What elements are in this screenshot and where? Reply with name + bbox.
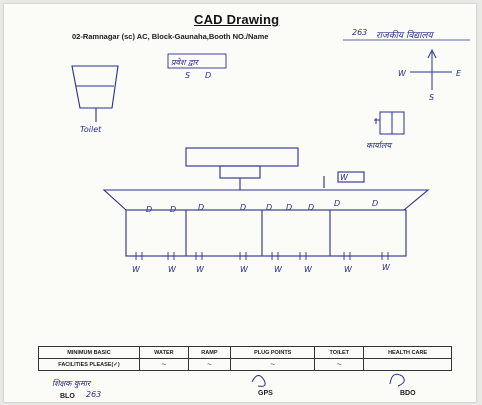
window-label: W [196, 265, 205, 274]
door-label: D [266, 203, 272, 212]
doors: D D D D D D D D D [146, 199, 378, 214]
entrance-letter-s: S [185, 71, 190, 80]
blo-name-handwritten: शिक्षक कुमार [52, 379, 91, 388]
door-label: D [286, 203, 292, 212]
gps-label: GPS [258, 390, 273, 397]
compass-icon [410, 48, 452, 90]
table-cell: ~ [139, 358, 189, 371]
table-header-cell: TOILET [314, 346, 365, 359]
door-label: D [170, 205, 176, 214]
door-label: D [308, 203, 314, 212]
toilet-block [71, 65, 119, 122]
entrance-sign: प्रवेश द्वार S D [167, 53, 227, 80]
booth-name-handwritten: राजकीय विद्यालय [376, 31, 433, 41]
door-label: D [198, 203, 204, 212]
table-cell: ~ [230, 358, 316, 371]
toilet-label: Toilet [80, 125, 102, 134]
window-labels: W W W W W W W W [132, 263, 391, 274]
window-label: W [382, 263, 391, 272]
blo-label: BLO [60, 393, 75, 400]
table-header-cell: RAMP [187, 346, 232, 359]
main-building [102, 189, 430, 257]
gate-label: W [340, 173, 349, 182]
entrance-letter-d: D [205, 71, 211, 80]
table-row-header: FACILITIES PLEASE(✓) [38, 358, 140, 371]
table-header-cell: WATER [139, 346, 189, 359]
stage-platform [185, 147, 365, 190]
table-header-row: MINIMUM BASIC WATER RAMP PLUG POINTS TOI… [38, 346, 452, 359]
door-label: D [334, 199, 340, 208]
door-label: D [372, 199, 378, 208]
window-label: W [132, 265, 141, 274]
window-ticks [135, 252, 389, 260]
gps-signature [251, 375, 266, 387]
bdo-signature [389, 373, 405, 387]
office-room-note: कार्यालय [366, 140, 392, 150]
booth-subtitle: 02-Ramnagar (sc) AC, Block-Gaunaha,Booth… [72, 32, 268, 41]
window-label: W [344, 265, 353, 274]
compass-south: S [429, 93, 434, 102]
table-header-cell: MINIMUM BASIC [38, 346, 140, 359]
table-cell [363, 358, 452, 371]
blo-number: 263 [86, 390, 102, 399]
window-label: W [274, 265, 283, 274]
table-cell: ~ [314, 358, 365, 371]
booth-subtitle-text: 02-Ramnagar (sc) AC, Block-Gaunaha,Booth… [72, 32, 269, 41]
window-label: W [168, 265, 177, 274]
table-row: FACILITIES PLEASE(✓) ~ ~ ~ ~ [38, 358, 452, 371]
table-header-cell: PLUG POINTS [230, 346, 316, 359]
office-room [374, 111, 405, 135]
cad-drawing-sheet [4, 4, 476, 402]
compass-east: E [456, 69, 462, 78]
door-label: D [240, 203, 246, 212]
door-label: D [146, 205, 152, 214]
compass-west: W [398, 69, 407, 78]
entrance-label: प्रवेश द्वार [171, 57, 200, 67]
booth-number: 263 [352, 28, 368, 37]
table-cell: ~ [187, 358, 232, 371]
window-label: W [240, 265, 249, 274]
facilities-table: MINIMUM BASIC WATER RAMP PLUG POINTS TOI… [38, 346, 452, 371]
table-header-cell: HEALTH CARE [363, 346, 452, 359]
page-title: CAD Drawing [194, 12, 280, 27]
bdo-label: BDO [400, 390, 416, 397]
window-label: W [304, 265, 313, 274]
